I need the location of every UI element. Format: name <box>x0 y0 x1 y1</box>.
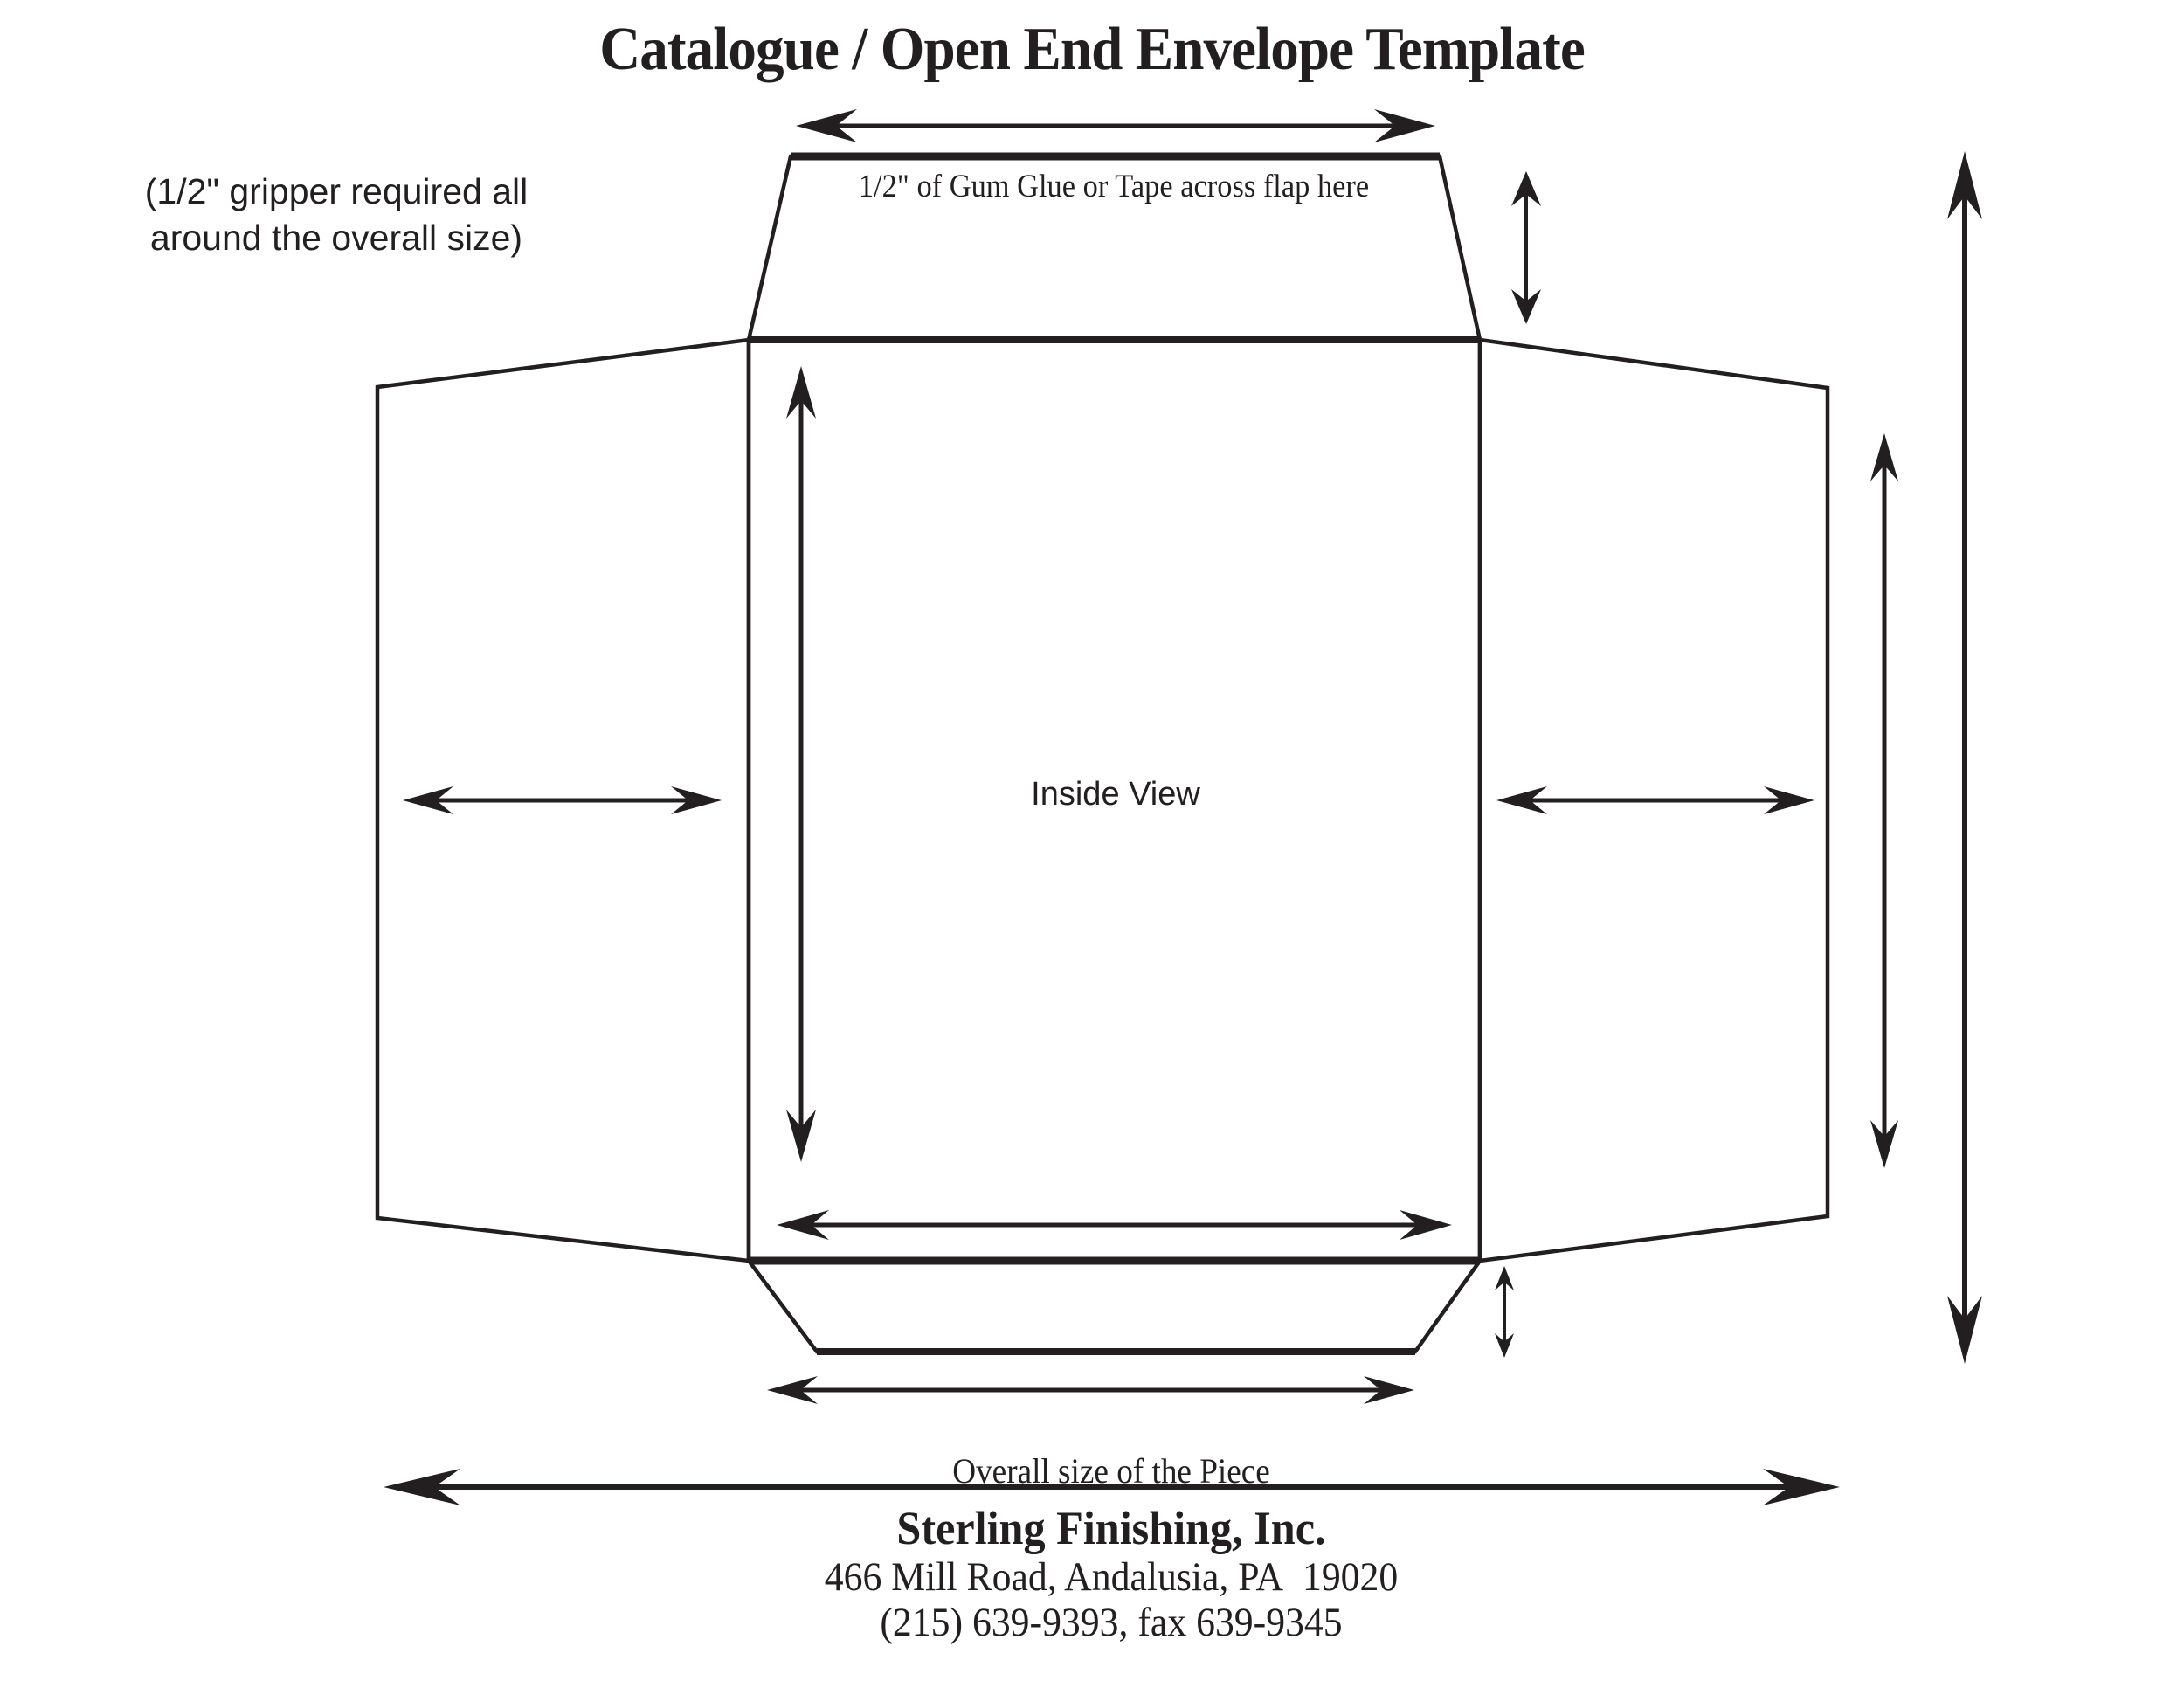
overall-height-arrow-tail-head <box>1947 151 1982 219</box>
flap-height-arrow <box>1511 171 1541 324</box>
body-width-arrow-tail-head <box>777 1210 829 1240</box>
bottom-flap-width-arrow-tip-head <box>1364 1376 1414 1404</box>
gripper-note-line2: around the overall size) <box>149 218 523 258</box>
body-height-arrow-tail-head <box>786 366 816 419</box>
overall-width-arrow-tail-head <box>384 1469 460 1505</box>
bottom-flap-height-arrow-tip-head <box>1495 1333 1514 1358</box>
flap-width-arrow-tail-head <box>796 109 857 142</box>
body-height-arrow-tip-head <box>786 1110 816 1162</box>
right-flap-width-arrow-tip-head <box>1764 786 1814 814</box>
flap-width-arrow-tip-head <box>1374 109 1435 142</box>
overall-width-arrow-tip-head <box>1763 1469 1840 1505</box>
overall-width-arrow <box>384 1469 1840 1505</box>
bottom-flap-width-arrow <box>767 1376 1414 1404</box>
right-flap-width-arrow-tail-head <box>1496 786 1547 814</box>
right-panel-height-arrow-tip-head <box>1870 1120 1898 1168</box>
bottom-flap-height-arrow <box>1495 1266 1514 1358</box>
company-name: Sterling Finishing, Inc. <box>896 1502 1326 1554</box>
gripper-note-line1: (1/2" gripper required all <box>144 171 529 211</box>
body-width-arrow-tip-head <box>1400 1210 1452 1240</box>
right-panel-height-arrow <box>1870 433 1898 1168</box>
left-flap-width-arrow-tail-head <box>403 786 453 814</box>
bottom-flap-outline <box>744 1258 1484 1354</box>
glue-flap-label: 1/2" of Gum Glue or Tape across flap her… <box>858 169 1370 204</box>
overall-height-arrow <box>1947 151 1982 1364</box>
right-panel-height-arrow-tail-head <box>1870 433 1898 481</box>
company-address: 466 Mill Road, Andalusia, PA 19020 <box>824 1554 1399 1600</box>
overall-height-arrow-tip-head <box>1947 1296 1982 1364</box>
body-width-arrow <box>777 1210 1452 1240</box>
company-phone: (215) 639-9393, fax 639-9345 <box>880 1600 1343 1645</box>
bottom-flap-width-arrow-tail-head <box>767 1376 818 1404</box>
body-height-arrow <box>786 366 816 1162</box>
flap-height-arrow-tail-head <box>1511 171 1541 206</box>
inside-view-label: Inside View <box>1031 776 1200 813</box>
left-flap-width-arrow-tip-head <box>671 786 722 814</box>
left-flap-width-arrow <box>403 786 722 814</box>
flap-height-arrow-tip-head <box>1511 289 1541 324</box>
bottom-flap-height-arrow-tail-head <box>1495 1266 1514 1290</box>
page-title: Catalogue / Open End Envelope Template <box>599 16 1586 83</box>
overall-size-label: Overall size of the Piece <box>952 1451 1270 1491</box>
right-flap-width-arrow <box>1496 786 1814 814</box>
flap-width-arrow <box>796 109 1435 142</box>
gripper-note: (1/2" gripper required all around the ov… <box>74 169 598 261</box>
